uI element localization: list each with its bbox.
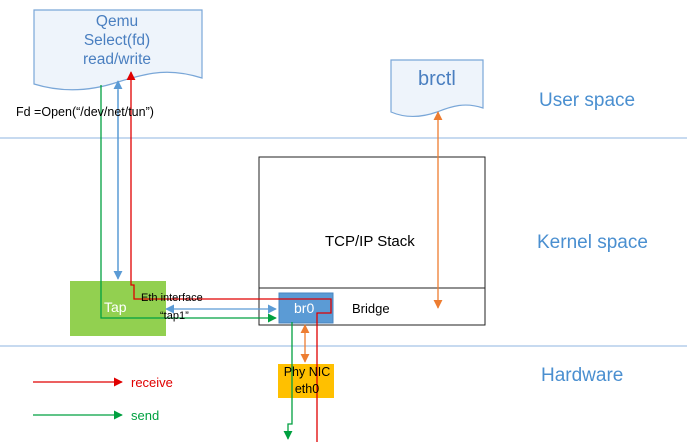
tcp-ip-stack-label: TCP/IP Stack [325,233,415,250]
receive-path [126,71,332,442]
legend-send-label: send [131,408,160,423]
tap-label: Tap [104,299,127,315]
send-path-br0-to-wire [283,322,293,440]
open-call-label: Fd =Open(“/dev/net/tun”) [16,105,154,119]
tcp-ip-stack-box [258,156,486,289]
phy-nic-label: Phy NIC [283,365,331,379]
legend-receive-label: receive [131,375,173,390]
br0-label: br0 [294,300,315,316]
br0-box [278,292,334,324]
tap1-label: “tap1” [160,310,189,322]
bridge-label: Bridge [352,301,390,316]
qemu-select-label: Select(fd) [83,32,151,49]
phy-nic-box [278,364,334,398]
send-path-qemu-to-br0 [100,85,277,323]
eth0-label: eth0 [294,382,320,396]
tap-box [70,281,166,336]
hardware-label: Hardware [541,365,624,386]
kernel-space-label: Kernel space [537,232,648,253]
brctl-label: brctl [418,68,456,90]
eth-interface-label: Eth interface [141,292,203,304]
qemu-readwrite-label: read/write [82,51,152,68]
qemu-title: Qemu [95,13,139,30]
user-space-label: User space [539,90,636,111]
